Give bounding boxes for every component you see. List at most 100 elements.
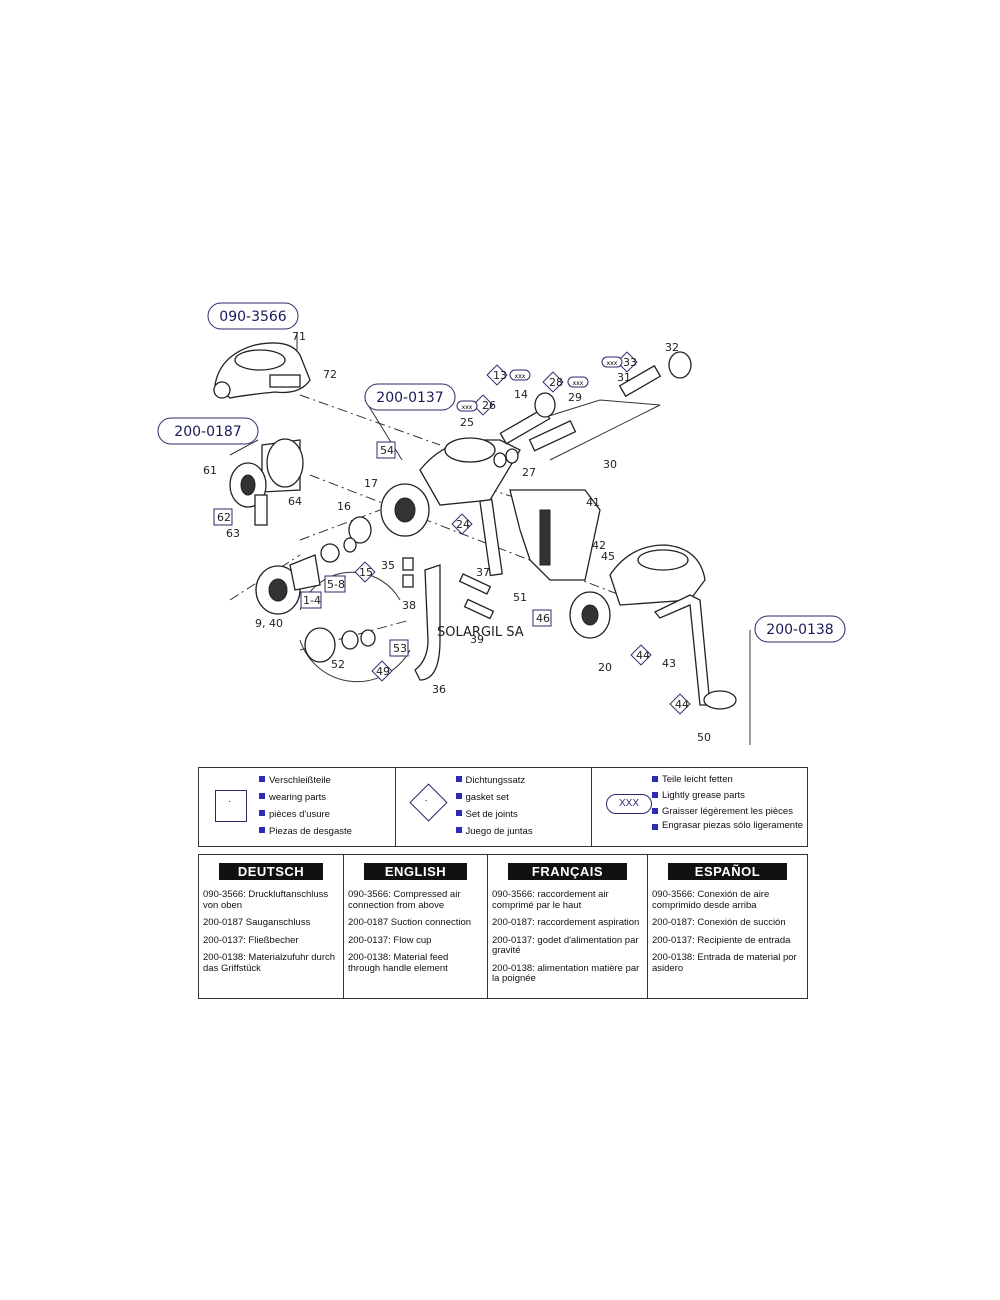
legend-text-en: wearing parts [259,789,352,806]
grease-marker: xxx [601,356,623,368]
column-heading: DEUTSCH [219,863,323,880]
description-row: 200-0138: alimentation matière par la po… [492,962,640,984]
part-number: 39 [470,633,484,646]
material-feed-housing-part [569,544,737,710]
svg-text:200-0138: 200-0138 [766,622,833,638]
part-number: 37 [476,566,490,579]
column-francais: FRANÇAIS 090-3566: raccordement air comp… [488,855,648,998]
legend-text-de: Teile leicht fetten [652,772,807,788]
wearing-part-marker [300,591,322,609]
leader-line [229,439,259,456]
part-number: 31 [617,371,631,384]
gasket-set-marker [630,644,652,666]
air-connection-housing-part [213,342,311,399]
part-number: 27 [522,466,536,479]
handle-part [509,489,601,581]
part-number: 33 [623,356,637,369]
gasket-set-marker [354,561,376,583]
part-number: 51 [513,591,527,604]
part-number: 32 [665,341,679,354]
description-row: 200-0138: Materialzufuhr durch das Griff… [203,952,336,974]
description-row: 200-0137: Fließbecher [203,934,299,946]
part-number: 72 [323,368,337,381]
assembly-label-200-0138: 200-0138 [754,615,846,643]
part-number: 64 [288,495,302,508]
part-number: 46 [536,612,550,625]
description-row: 200-0138: Material feed through handle e… [348,952,449,974]
part-number: 44 [636,649,650,662]
square-symbol-icon: · [199,768,259,848]
part-number: 53 [393,642,407,655]
legend-text-en: gasket set [455,789,533,806]
legend-text-fr: Set de joints [455,806,533,823]
column-heading: ESPAÑOL [668,863,787,880]
part-number: 17 [364,477,378,490]
part-number: 20 [598,661,612,674]
leader-line [364,399,403,461]
part-number: 43 [662,657,676,670]
description-row: 200-0187 Suction connection [348,917,472,928]
column-deutsch: DEUTSCH 090-3566: Druckluftanschluss von… [199,855,344,998]
assembly-label-200-0187: 200-0187 [157,417,259,445]
gasket-set-marker [472,394,494,416]
part-number: 38 [402,599,416,612]
assembly-label-090-3566: 090-3566 [207,302,299,330]
svg-text:xxx: xxx [462,404,473,411]
assembly-axis-line [299,619,411,651]
symbol-legend: · Verschleißteile wearing parts pièces d… [198,767,808,847]
wearing-part-marker [324,575,346,593]
gasket-set-marker [669,693,691,715]
legend-text-es: Juego de juntas [455,823,533,840]
nozzle-parts [255,537,376,663]
gasket-set-marker [371,660,393,682]
grease-symbol-text: XXX [606,794,652,814]
symbol-dot: · [424,795,428,806]
part-number: 25 [460,416,474,429]
part-number: 28 [549,376,563,389]
part-number: 42 [592,539,606,552]
description-row: 200-0187: raccordement aspiration [492,917,640,928]
description-row: 200-0187 Sauganschluss [203,917,311,928]
svg-text:200-0137: 200-0137 [376,390,443,406]
part-number: 1-4 [303,594,321,607]
part-number: 13 [493,369,507,382]
grease-marker: xxx [456,400,478,412]
legend-text-en: Lightly grease parts [652,788,807,804]
description-row: 200-0138: Entrada de material por asider… [652,952,797,974]
description-row: 200-0187: Conexión de succión [652,917,786,928]
svg-text:xxx: xxx [515,373,526,380]
part-number: 16 [337,500,351,513]
diamond-symbol-icon: · [396,768,456,848]
part-number: 14 [514,388,528,401]
part-number: 30 [603,458,617,471]
part-number: 29 [568,391,582,404]
svg-text:xxx: xxx [573,380,584,387]
assembly-axis-line [299,394,441,446]
legend-gasket-set: · Dichtungssatz gasket set Set de joints… [396,768,592,848]
pill-symbol-icon: XXX [592,768,652,848]
symbol-dot: · [228,796,232,807]
part-number: 45 [601,550,615,563]
grease-marker: xxx [567,376,589,388]
description-row: 090-3566: Druckluftanschluss von oben [203,889,329,911]
legend-text-de: Dichtungssatz [455,772,533,789]
part-number: 50 [697,731,711,744]
column-espanol: ESPAÑOL 090-3566: Conexión de aire compr… [648,855,807,998]
part-number: 54 [380,444,394,457]
description-row: 090-3566: Conexión de aire comprimido de… [652,889,770,911]
svg-text:xxx: xxx [607,360,618,367]
description-row: 200-0137: godet d'alimentation par gravi… [492,934,639,956]
description-row: 200-0137: Flow cup [348,934,432,946]
assembly-axis-line [299,509,381,541]
screw-parts [402,557,495,620]
legend-text-fr: Graisser légèrement les pièces [652,804,807,820]
legend-text-de: Verschleißteile [259,772,352,789]
svg-text:090-3566: 090-3566 [219,309,286,325]
legend-text-es: Engrasar piezas sólo ligeramente [652,820,807,831]
legend-grease-parts: XXX Teile leicht fetten Lightly grease p… [592,768,807,846]
part-number: 44 [675,698,689,711]
exploded-parts-diagram: 090-3566 200-0187 200-0137 200-0138 xxx … [157,302,846,745]
wearing-part-marker [389,639,409,657]
part-number: 62 [217,511,231,524]
part-number: 41 [586,496,600,509]
